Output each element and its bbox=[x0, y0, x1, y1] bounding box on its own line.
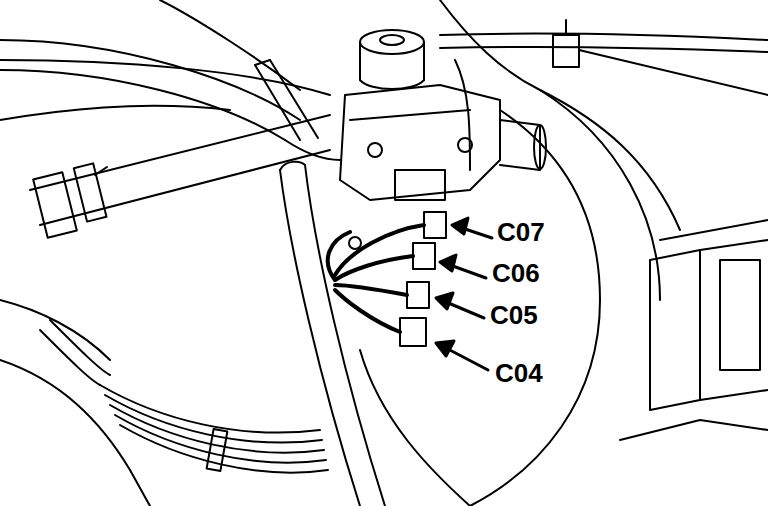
connector-label: C06 bbox=[492, 260, 540, 286]
connector-label: C07 bbox=[497, 219, 545, 245]
connector-label: C05 bbox=[490, 302, 538, 328]
connector-label: C04 bbox=[495, 360, 543, 386]
